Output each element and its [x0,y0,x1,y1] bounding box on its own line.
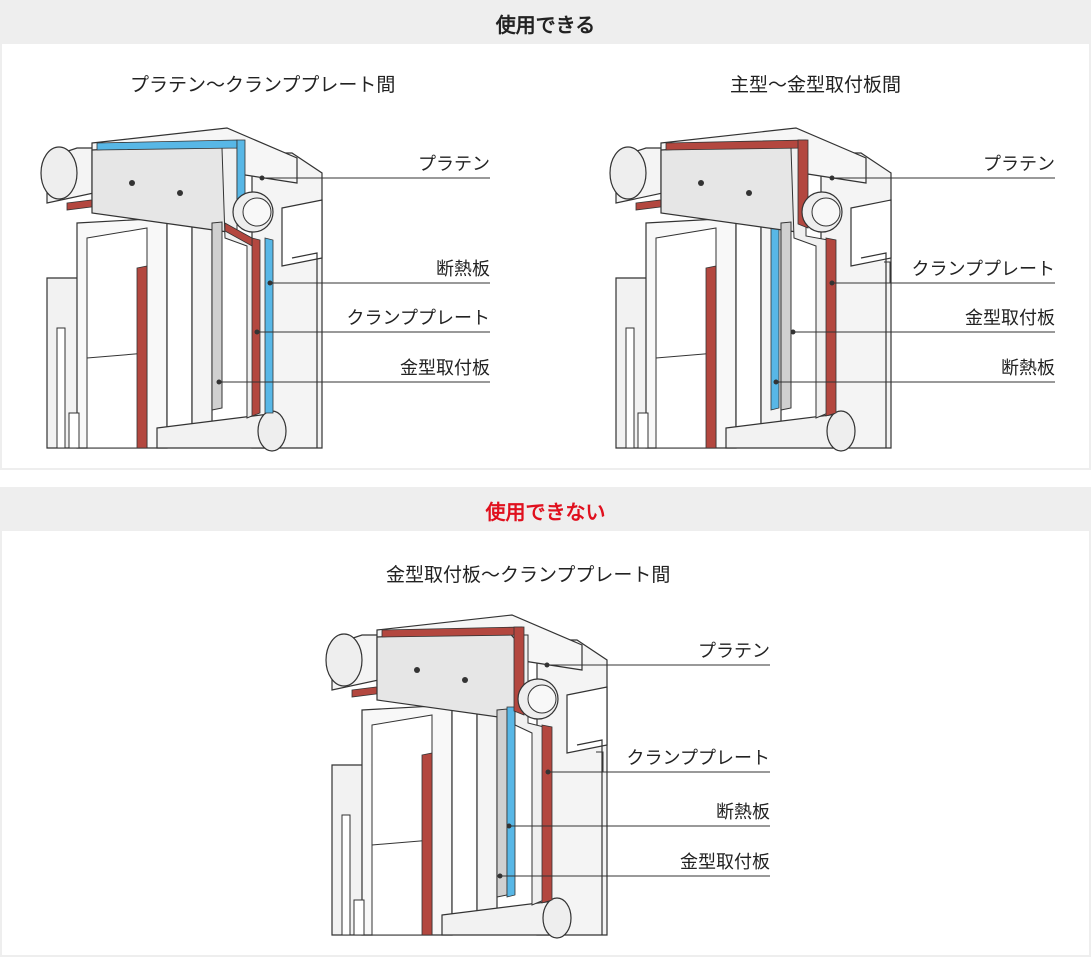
unusable-header: 使用できない [2,489,1089,531]
right-label-platen: プラテン [983,154,1055,175]
center-label-clamp-plate: クランププレート [627,748,770,769]
left-label-heat-insulator: 断熱板 [436,259,490,280]
right-label-heat-insulator: 断熱板 [1001,358,1055,379]
center-press-illustration [325,614,608,939]
center-label-heat-insulator: 断熱板 [716,802,770,823]
left-press-illustration [40,127,323,452]
right-label-clamp-plate: クランププレート [912,259,1055,280]
center-label-platen: プラテン [698,641,770,662]
usable-header: 使用できる [2,2,1089,44]
right-press-illustration [609,127,892,452]
center-diagram-caption: 金型取付板～クランププレート間 [386,564,671,586]
center-label-mold-mounting-plate: 金型取付板 [680,852,770,873]
left-label-mold-mounting-plate: 金型取付板 [400,358,490,379]
right-leader-lines [776,177,1055,383]
center-leader-lines [500,664,770,877]
left-label-platen: プラテン [418,154,490,175]
left-leader-lines [219,177,490,383]
left-diagram-caption: プラテン～クランププレート間 [130,74,396,96]
right-diagram-caption: 主型～金型取付板間 [730,74,902,96]
left-label-clamp-plate: クランププレート [347,308,490,329]
right-label-mold-mounting-plate: 金型取付板 [965,308,1055,329]
